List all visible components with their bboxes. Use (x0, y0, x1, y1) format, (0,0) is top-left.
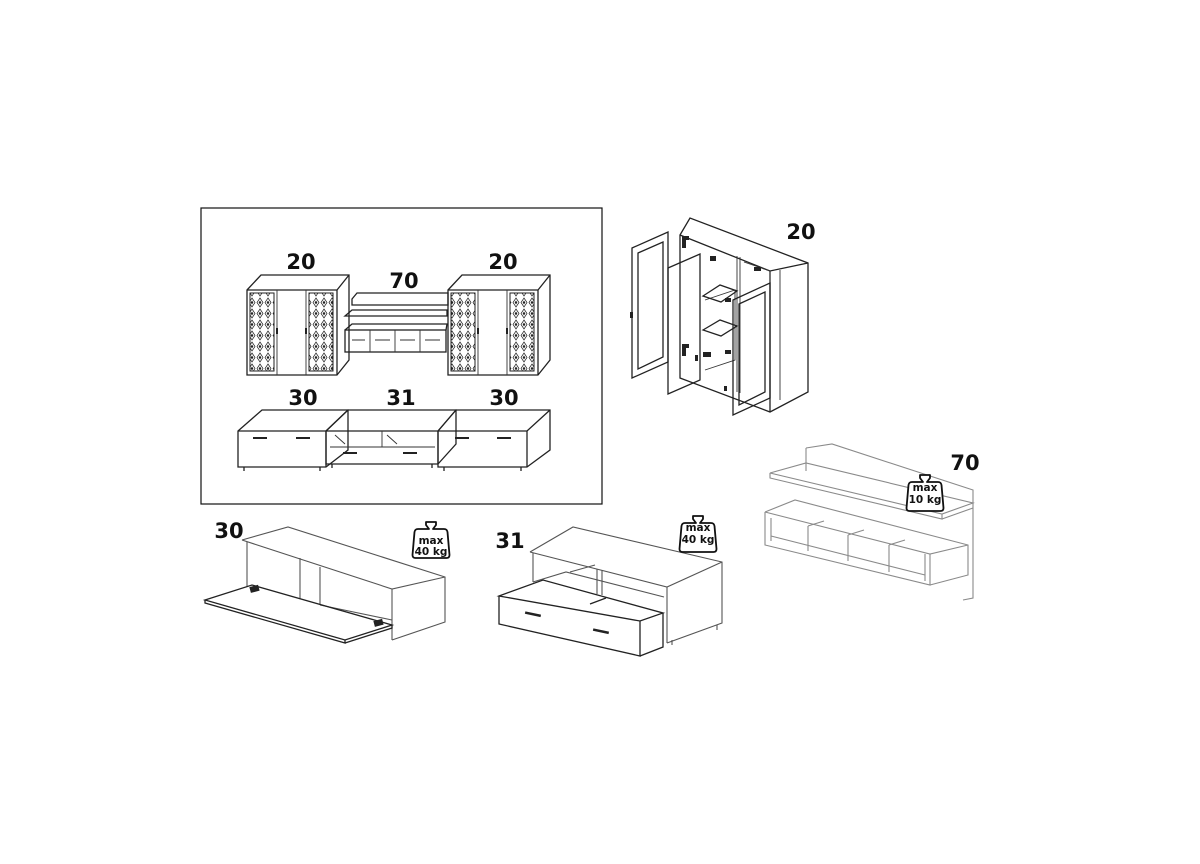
overview-vitrine-right (447, 274, 551, 376)
label-detail-shelf: 70 (950, 451, 979, 475)
label-detail-lowboard: 30 (214, 519, 243, 543)
weight-shelf-line2: 10 kg (909, 494, 942, 506)
hinge-icon (249, 584, 260, 593)
label-lowboard-left: 30 (288, 386, 317, 410)
detail-tv-table: 31 max 40 kg (495, 515, 723, 657)
overview-lowboard-right (437, 409, 551, 471)
label-tv-table: 31 (386, 386, 415, 410)
weight-tv-table-line2: 40 kg (682, 534, 715, 546)
label-vitrine-left: 20 (286, 250, 315, 274)
overview-vitrine-left (246, 274, 350, 376)
label-wall-shelf: 70 (389, 269, 418, 293)
detail-wall-shelf: 70 (764, 443, 980, 601)
handle-icon (524, 611, 542, 618)
label-detail-vitrine: 20 (786, 220, 815, 244)
weight-shelf-line1: max (913, 482, 938, 494)
label-detail-tv-table: 31 (495, 529, 524, 553)
weight-icon: max 40 kg (678, 515, 718, 553)
hinge-icon (682, 236, 761, 357)
weight-lowboard-line1: max (419, 535, 444, 547)
label-lowboard-right: 30 (489, 386, 518, 410)
weight-lowboard-line2: 40 kg (415, 546, 448, 558)
weight-icon: max 40 kg (411, 521, 451, 559)
weight-tv-table-line1: max (686, 522, 711, 534)
handle-icon (630, 312, 633, 318)
label-vitrine-right: 20 (488, 250, 517, 274)
overview-panel: 20 70 20 30 31 30 (200, 207, 603, 505)
detail-lowboard: 30 max 40 kg (202, 519, 451, 644)
detail-vitrine: 20 (630, 217, 816, 417)
weight-icon: max 10 kg (905, 474, 945, 512)
overview-wall-shelf (343, 292, 449, 353)
